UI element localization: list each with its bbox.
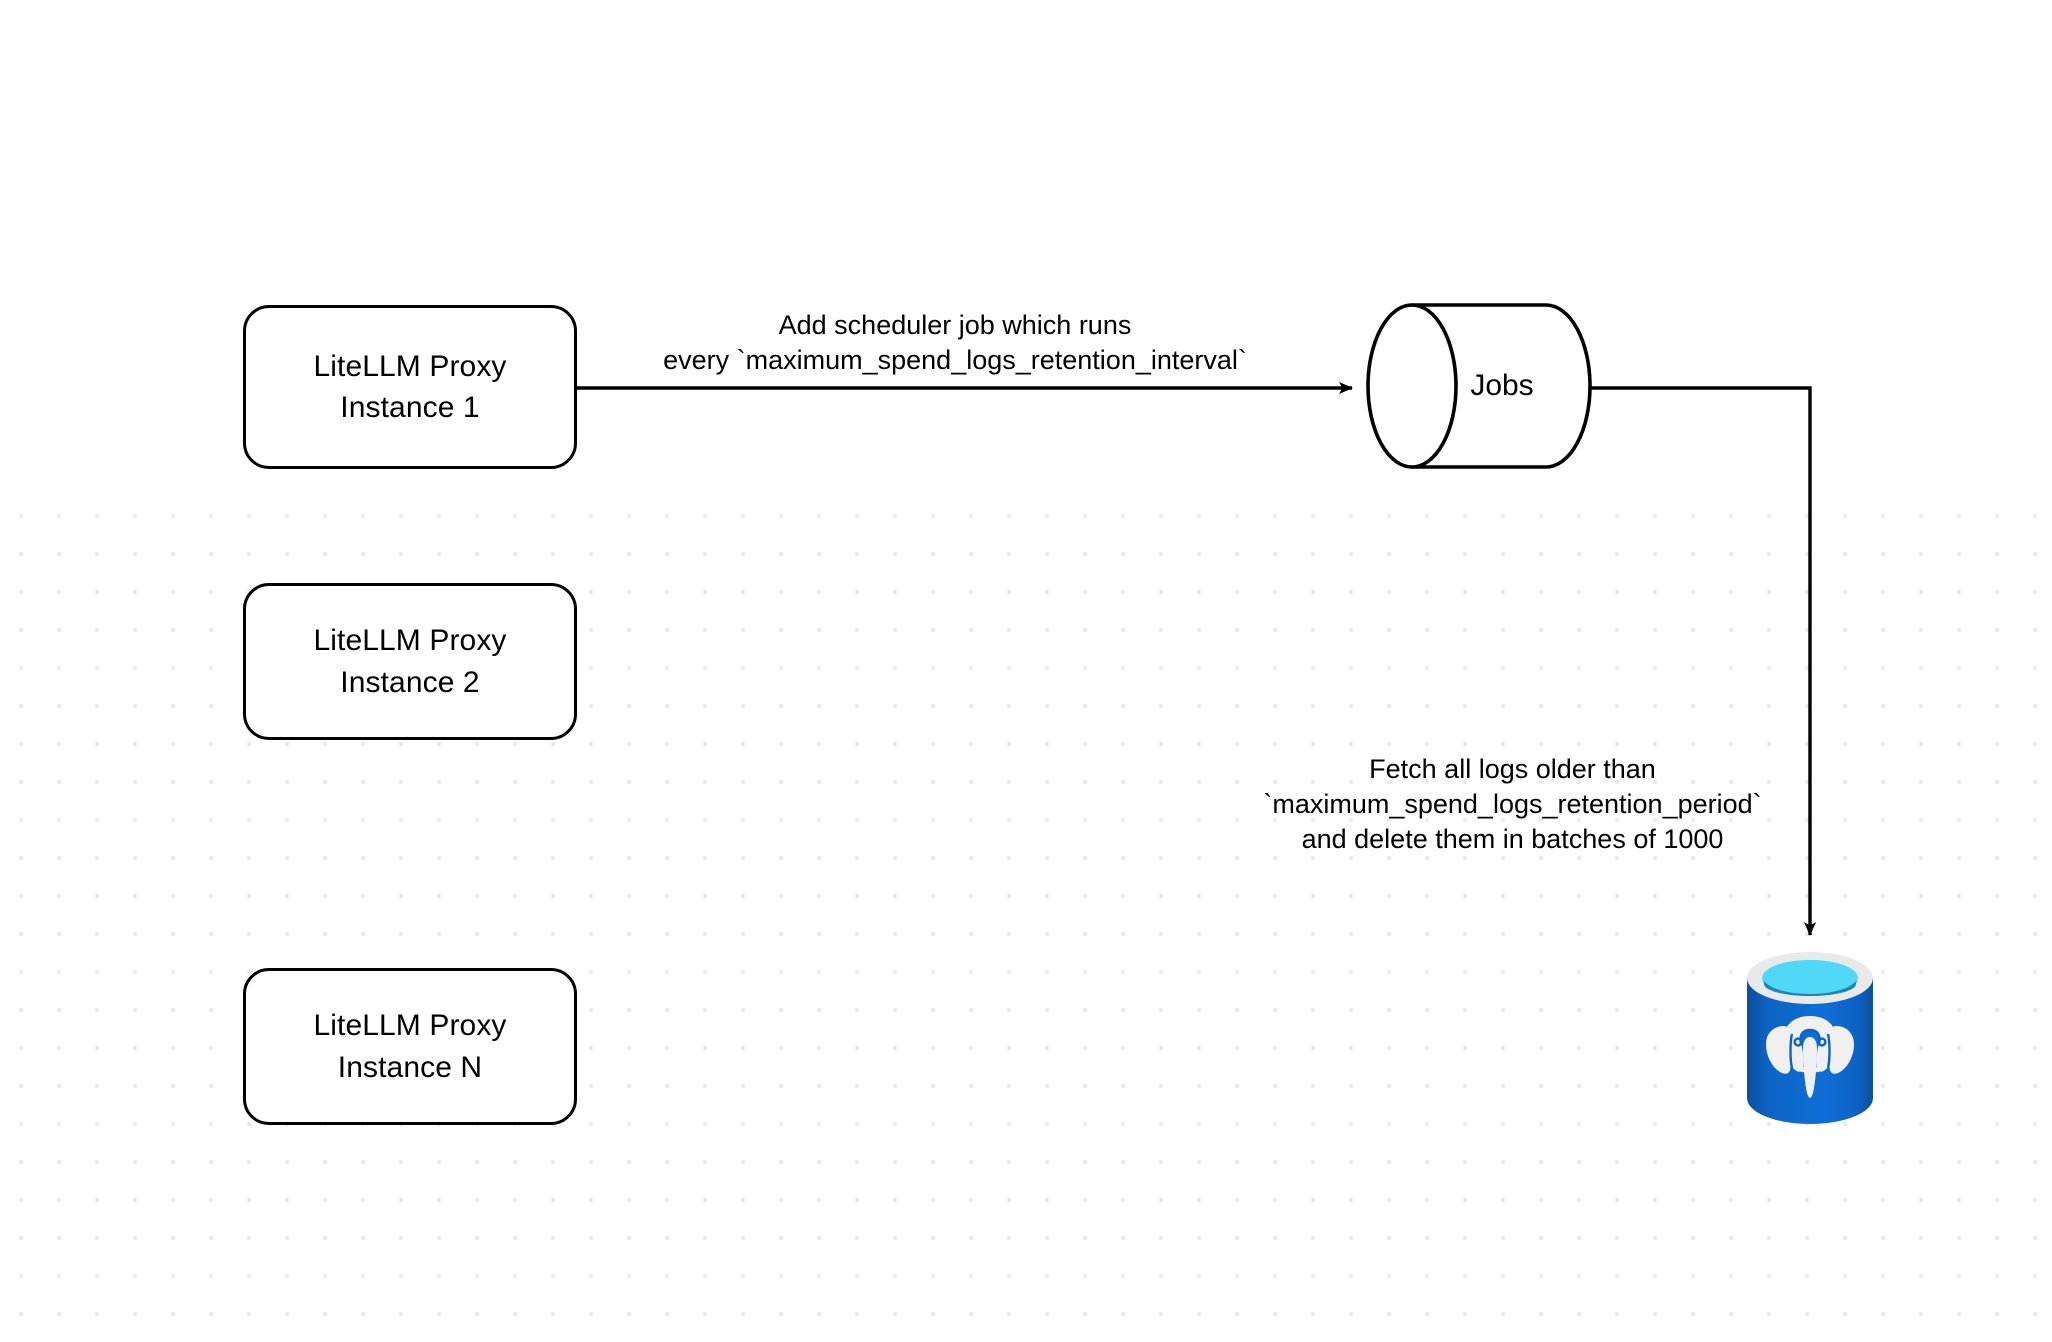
edge-label-add-scheduler-job: Add scheduler job which runs every `maxi… xyxy=(600,308,1310,378)
node-proxy-instance-n[interactable]: LiteLLM Proxy Instance N xyxy=(243,968,577,1125)
edge-label-fetch-delete-logs: Fetch all logs older than `maximum_spend… xyxy=(1230,752,1795,857)
node-proxy-1-line1: LiteLLM Proxy xyxy=(313,349,507,383)
edge-label-2-line-3: and delete them in batches of 1000 xyxy=(1301,824,1724,855)
postgres-surface-top xyxy=(1763,960,1857,994)
edge-label-2-line-2: `maximum_spend_logs_retention_period` xyxy=(1263,789,1762,820)
node-jobs-label-wrap: Jobs xyxy=(1366,303,1592,469)
node-proxy-instance-2[interactable]: LiteLLM Proxy Instance 2 xyxy=(243,583,577,740)
edge-label-1-line-2: every `maximum_spend_logs_retention_inte… xyxy=(663,345,1247,376)
node-proxy-n-line1: LiteLLM Proxy xyxy=(313,1009,507,1043)
postgresql-database-icon[interactable] xyxy=(1743,948,1877,1132)
postgres-elephant-outline xyxy=(1789,1028,1831,1069)
node-proxy-instance-1[interactable]: LiteLLM Proxy Instance 1 xyxy=(243,305,577,469)
postgres-elephant-glyph xyxy=(1766,1016,1854,1098)
node-proxy-2-line1: LiteLLM Proxy xyxy=(313,624,507,658)
edge-label-1-line-1: Add scheduler job which runs xyxy=(778,310,1132,340)
node-jobs-cylinder[interactable] xyxy=(1366,303,1592,469)
node-proxy-1-line2: Instance 1 xyxy=(340,391,480,424)
node-proxy-2-line2: Instance 2 xyxy=(340,665,480,699)
node-proxy-n-line2: Instance N xyxy=(337,1050,483,1084)
edge-label-2-line-1: Fetch all logs older than xyxy=(1369,754,1656,784)
node-jobs-label: Jobs xyxy=(1470,369,1534,402)
